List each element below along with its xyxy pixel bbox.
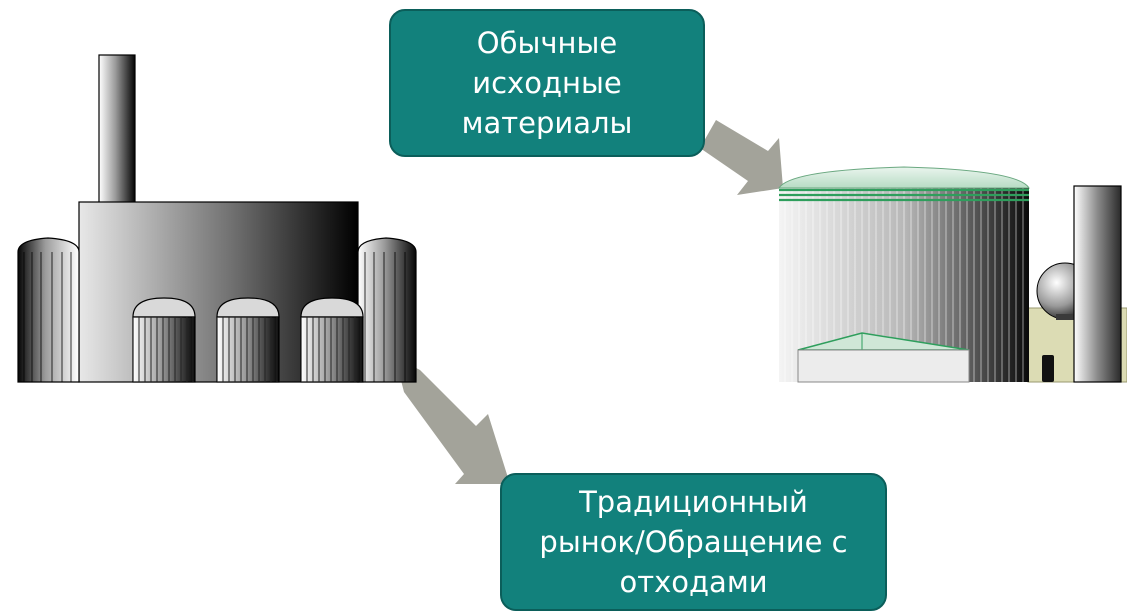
biogas-plant-icon — [778, 166, 1127, 383]
arrow-feedstock-to-plant — [700, 120, 783, 195]
front-storage-tank — [797, 332, 970, 383]
market-label: Традиционный рынок/Обращение с отходами — [539, 485, 848, 599]
factory-icon — [17, 54, 417, 383]
market-label-box: Традиционный рынок/Обращение с отходами — [500, 473, 887, 611]
digester-roof — [778, 166, 1030, 189]
factory-right-tank — [357, 237, 417, 383]
digester-roof-bands — [779, 188, 1029, 202]
factory-silo-2 — [216, 297, 280, 383]
arrow-factory-to-market — [395, 357, 510, 484]
plant-tower — [1073, 185, 1122, 383]
factory-silo-3 — [300, 297, 364, 383]
factory-left-tank — [17, 237, 80, 383]
chimney — [98, 54, 136, 206]
plant-building-door — [1042, 355, 1054, 382]
feedstock-label: Обычные исходные материалы — [461, 26, 633, 140]
feedstock-label-box: Обычные исходные материалы — [389, 9, 705, 157]
factory-silo-1 — [132, 297, 196, 383]
